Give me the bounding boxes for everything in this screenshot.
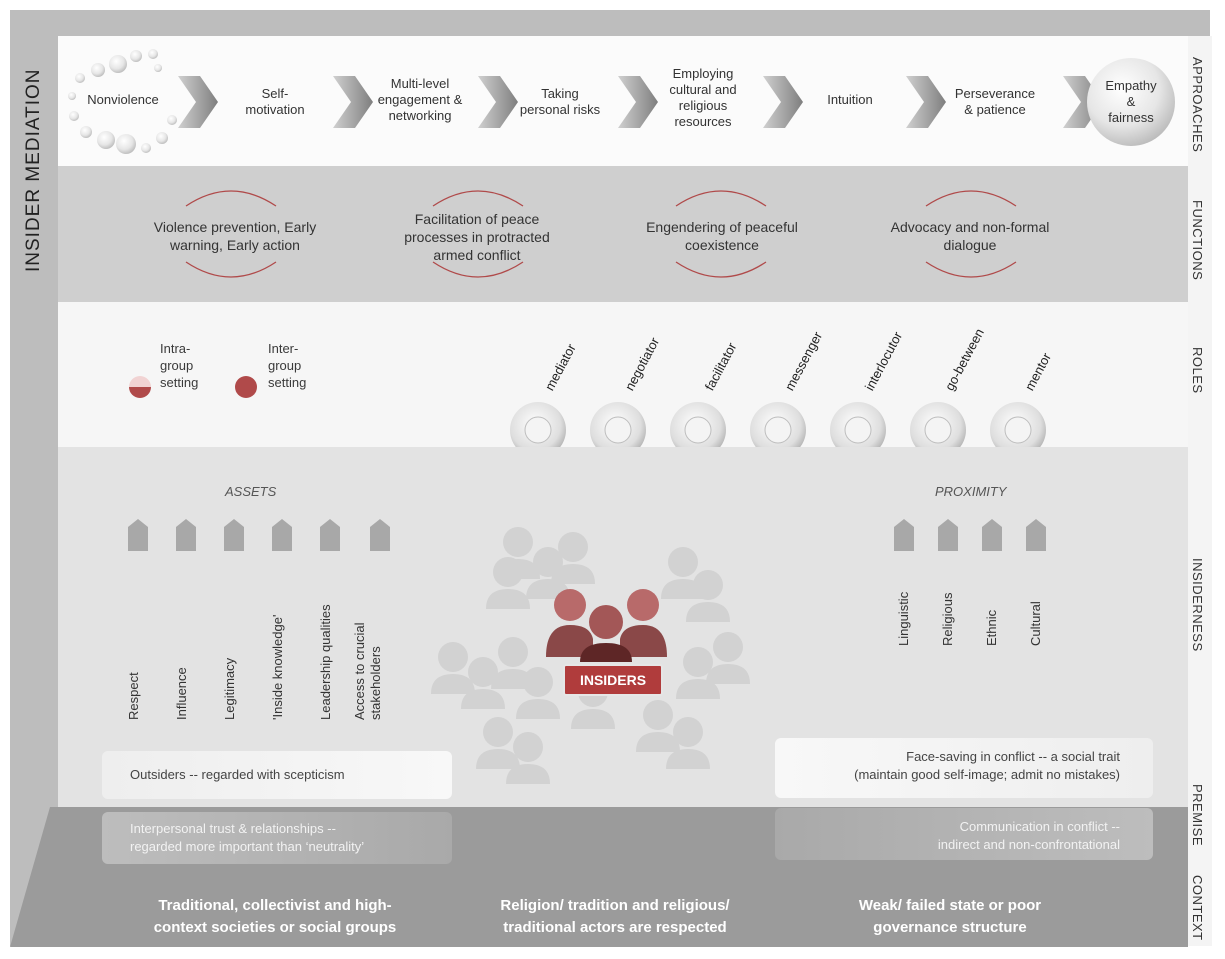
asset-legitimacy: Legitimacy [222, 657, 237, 720]
intra-group-icon [129, 376, 151, 398]
inter-group-icon [235, 376, 257, 398]
main-title: INSIDER MEDIATION [23, 68, 44, 272]
function-engendering: Engendering of peaceful coexistence [646, 219, 798, 253]
context-traditional-societies: Traditional, collectivist and high- cont… [153, 897, 397, 936]
asset-influence: Influence [174, 667, 189, 720]
functions-band [58, 166, 1188, 302]
premise-face-saving: Face-saving in conflict -- a social trai… [854, 749, 1120, 782]
premise-box-communication [775, 808, 1153, 860]
proximity-cultural: Cultural [1028, 601, 1043, 646]
crowd-people [431, 527, 750, 784]
label-premise: PREMISE [1190, 783, 1205, 846]
proximity-linguistic: Linguistic [896, 591, 911, 646]
asset-markers [128, 519, 390, 551]
assets-title: ASSETS [225, 484, 277, 499]
premise-box-outsiders [102, 751, 452, 799]
label-context: CONTEXT [1190, 874, 1205, 941]
insiderness-graphics [128, 519, 1046, 784]
function-advocacy: Advocacy and non-formal dialogue [890, 219, 1050, 253]
premise-box-trust [102, 812, 452, 864]
roles-graphics [129, 376, 1046, 447]
premise-trust: Interpersonal trust & relationships -- r… [130, 821, 365, 854]
approach-employing-resources: Employing cultural and religious resourc… [669, 66, 737, 129]
legend-inter-group: Inter- group setting [268, 341, 307, 390]
approaches-band [58, 36, 1188, 166]
top-frame [10, 10, 1210, 36]
approach-intuition: Intuition [827, 92, 873, 107]
approach-perseverance: Perseverance & patience [954, 86, 1036, 117]
insiders-people [546, 589, 667, 662]
legend-intra-group: Intra- group setting [160, 341, 199, 390]
proximity-title: PROXIMITY [935, 484, 1007, 499]
right-label-column [1188, 36, 1212, 946]
proximity-ethnic: Ethnic [984, 609, 999, 646]
label-functions: FUNCTIONS [1190, 199, 1205, 281]
label-insiderness: INSIDERNESS [1190, 558, 1205, 652]
asset-access: Access to crucial stakeholders [352, 622, 383, 720]
approach-empathy: Empathy & fairness [1105, 78, 1157, 125]
approach-self-motivation: Self- motivation [245, 86, 305, 117]
premise-box-face-saving [775, 738, 1153, 798]
proximity-religious: Religious [940, 592, 955, 646]
asset-inside-knowledge: 'Inside knowledge' [270, 614, 285, 720]
chevrons [178, 76, 1103, 128]
function-facilitation: Facilitation of peace processes in protr… [404, 211, 550, 263]
functions-arcs [185, 190, 1017, 278]
nonviolence-dots [68, 49, 177, 154]
left-frame [10, 10, 58, 946]
role-rings [510, 402, 1046, 447]
function-violence-prevention: Violence prevention, Early warning, Earl… [153, 219, 317, 253]
insiders-badge: INSIDERS [563, 664, 663, 696]
label-approaches: APPROACHES [1190, 57, 1205, 153]
asset-respect: Respect [126, 672, 141, 720]
label-roles: ROLES [1190, 346, 1205, 394]
proximity-markers [894, 519, 1046, 551]
premise-outsiders: Outsiders -- regarded with scepticism [130, 767, 345, 782]
empathy-orb [1087, 58, 1175, 146]
approach-multi-level-engagement: Multi-level engagement & networking [377, 76, 463, 123]
context-religion-tradition: Religion/ tradition and religious/ tradi… [500, 897, 730, 936]
context-weak-state: Weak/ failed state or poor governance st… [858, 897, 1042, 936]
asset-leadership: Leadership qualities [318, 604, 333, 720]
approach-taking-risks: Taking personal risks [519, 86, 601, 117]
approaches-graphics [68, 49, 1175, 154]
premise-communication: Communication in conflict -- indirect an… [937, 819, 1120, 852]
approach-nonviolence: Nonviolence [87, 92, 159, 107]
